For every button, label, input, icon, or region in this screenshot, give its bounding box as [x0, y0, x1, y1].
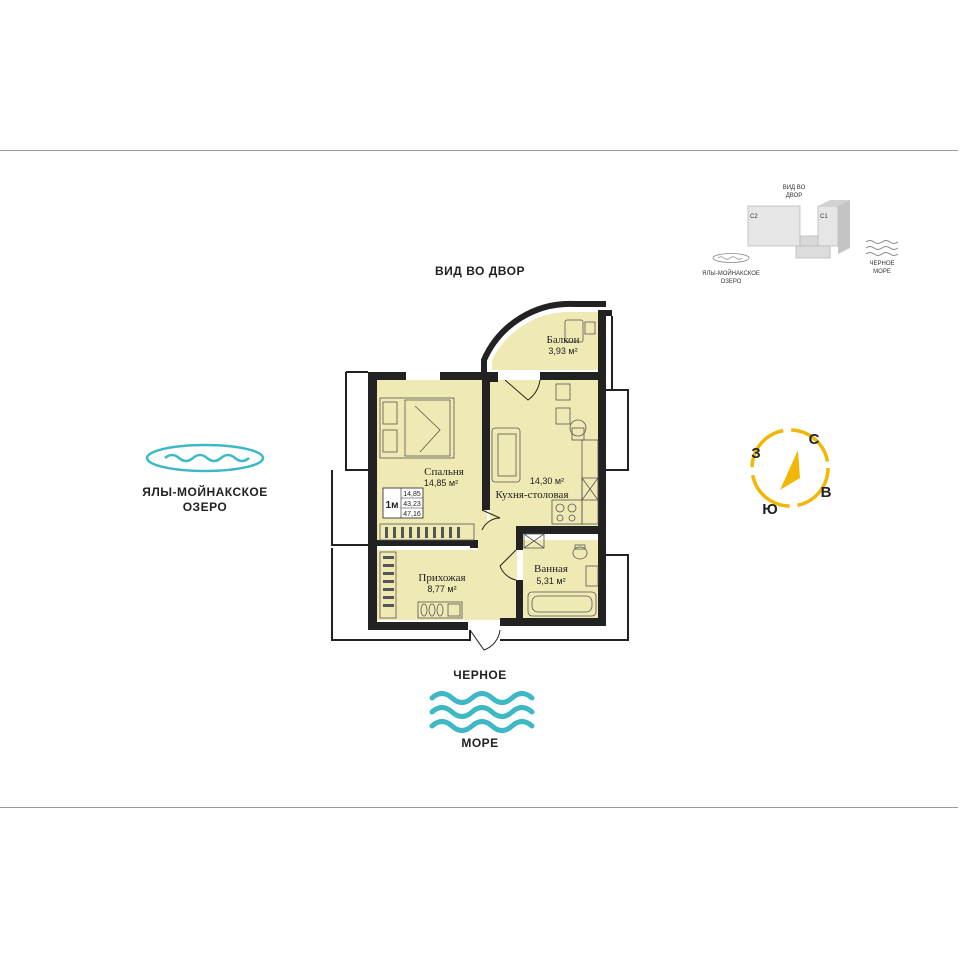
- bathroom-fill: [523, 540, 598, 618]
- apartment-badge: 1м 14,85 43,23 47,16: [382, 487, 424, 519]
- hallway-nook-fill: [477, 520, 517, 620]
- hallway-wardrobe-icon: [379, 551, 397, 619]
- bathroom-name: Ванная: [534, 563, 568, 575]
- compass: С В Ю З: [750, 428, 832, 518]
- bedroom-area: 14,85 м²: [424, 478, 458, 488]
- courtyard-view-label: ВИД ВО ДВОР: [435, 264, 525, 278]
- plan-frame: [0, 150, 958, 808]
- balcony-chair-icon: [564, 319, 596, 343]
- apartment-type: 1м: [386, 500, 399, 511]
- balcony-name: Балкон: [547, 334, 580, 346]
- apartment-total-area: 43,23: [403, 501, 421, 508]
- minimap-block-c2: С2: [750, 214, 758, 220]
- bedroom-wardrobe-icon: [379, 523, 475, 541]
- bathroom-door-icon: [499, 549, 517, 581]
- kitchen-area: 14,30 м²: [530, 476, 564, 486]
- balcony-door-icon: [504, 379, 541, 401]
- minimap-lake-line1: ЯЛЫ-МОЙНАКСКОЕ: [702, 269, 760, 277]
- kitchen-fill: [490, 380, 598, 526]
- minimap-sea-line1: ЧЕРНОЕ: [869, 261, 894, 267]
- compass-east: В: [821, 484, 832, 501]
- apartment-area-with-balcony: 47,16: [403, 511, 421, 518]
- minimap-block-c1: С1: [820, 214, 828, 220]
- balcony-fill: [492, 312, 600, 370]
- minimap-lake-icon: [712, 253, 750, 263]
- minimap-courtyard-line2: ДВОР: [786, 193, 803, 199]
- minimap: ВИД ВО ДВОР С2 С1 ЯЛЫ-МОЙНАКСКОЕ ОЗЕРО Ч…: [702, 185, 899, 285]
- minimap-sea-line2: МОРЕ: [873, 269, 891, 275]
- sea-label-top: ЧЕРНОЕ: [453, 668, 507, 682]
- compass-west: З: [751, 445, 760, 462]
- bed-icon: [379, 397, 455, 459]
- apartment-living-area: 14,85: [403, 491, 421, 498]
- doors: [469, 379, 541, 651]
- kitchen-name: Кухня-столовая: [496, 489, 569, 501]
- lake-icon: [145, 443, 265, 473]
- minimap-lake-line2: ОЗЕРО: [721, 279, 742, 285]
- bathroom-fixtures-icon: [523, 533, 599, 617]
- bedroom-name: Спальня: [424, 466, 464, 478]
- compass-arrow-icon: [780, 450, 800, 490]
- neighbor-walls: [331, 316, 629, 641]
- minimap-sea-icon: [865, 240, 899, 256]
- sea-icon: [429, 691, 535, 733]
- lake-label-line2: ОЗЕРО: [182, 500, 228, 514]
- walls: [368, 310, 612, 630]
- minimap-courtyard-line1: ВИД ВО: [783, 185, 806, 191]
- balcony-area: 3,93 м²: [548, 346, 577, 356]
- lake-label: ЯЛЫ-МОЙНАКСКОЕ ОЗЕРО: [120, 485, 290, 515]
- dining-table-icon: [555, 383, 587, 441]
- sofa-icon: [491, 427, 521, 483]
- balcony-wall: [481, 300, 606, 372]
- hallway-area: 8,77 м²: [427, 584, 456, 594]
- compass-north: С: [809, 431, 820, 448]
- apartment: Балкон 3,93 м² Спальня 14,85 м² 14,30 м²…: [331, 300, 629, 651]
- hallway-name: Прихожая: [418, 572, 465, 584]
- kitchen-counter-icon: [551, 439, 599, 525]
- bathroom-area: 5,31 м²: [536, 576, 565, 586]
- shoe-rack-icon: [417, 601, 463, 619]
- bedroom-door-icon: [481, 509, 501, 531]
- lake-label-line1: ЯЛЫ-МОЙНАКСКОЕ: [142, 485, 268, 499]
- compass-south: Ю: [762, 501, 777, 518]
- sea-label-bottom: МОРЕ: [461, 736, 499, 750]
- entry-door-icon: [469, 629, 501, 651]
